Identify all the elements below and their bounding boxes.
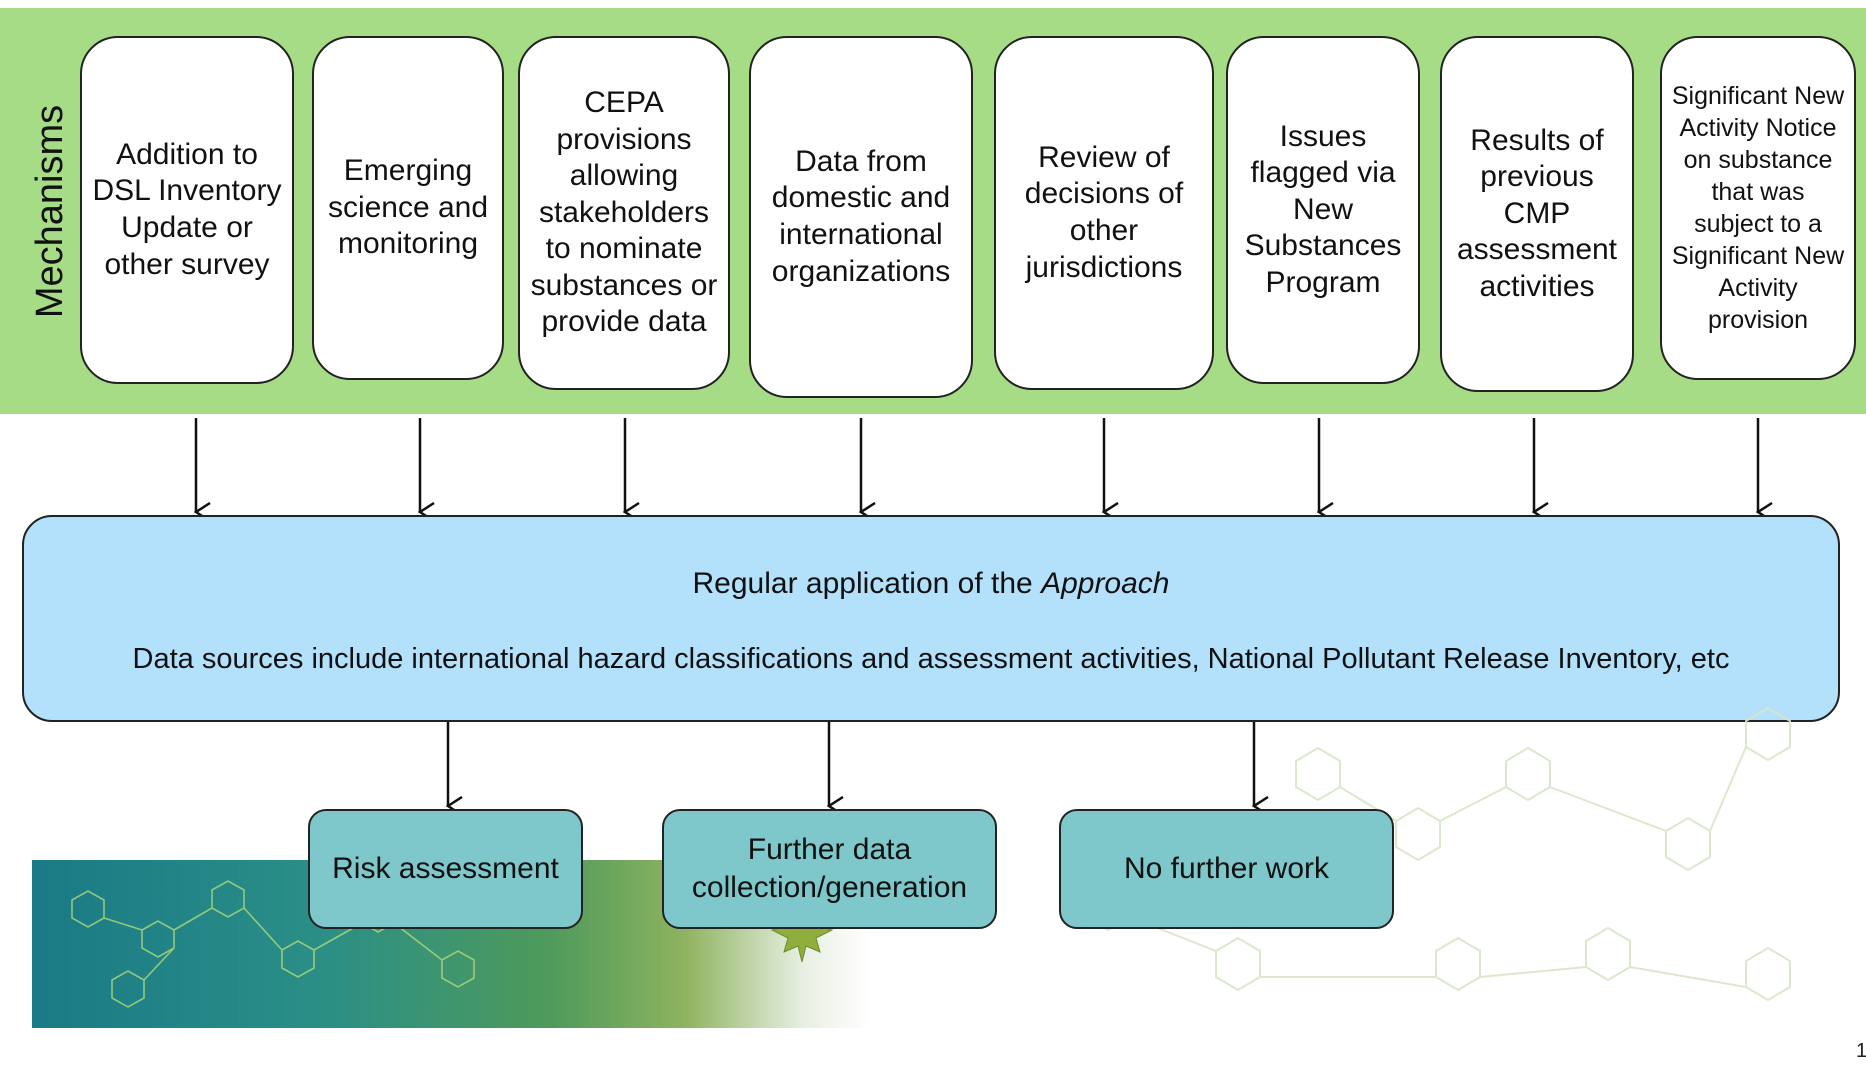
outcome-no-further-work: No further work (1059, 809, 1394, 929)
approach-data-sources: Data sources include international hazar… (132, 643, 1730, 675)
mechanism-box-dsl-inventory: Addition to DSL Inventory Update or othe… (80, 36, 294, 384)
page-number: 1 (1856, 1040, 1866, 1062)
outcome-further-data-collection: Further data collection/generation (662, 809, 997, 929)
mechanism-box-cepa-provisions: CEPA provisions allowing stakeholders to… (518, 36, 730, 390)
mechanism-box-emerging-science: Emerging science and monitoring (312, 36, 504, 380)
outcome-risk-assessment: Risk assessment (308, 809, 583, 929)
mechanism-box-domestic-international-data: Data from domestic and international org… (749, 36, 973, 398)
approach-title: Regular application of the Approach (692, 567, 1170, 600)
mechanism-box-new-substances-program: Issues flagged via New Substances Progra… (1226, 36, 1420, 384)
mechanism-box-other-jurisdictions: Review of decisions of other jurisdictio… (994, 36, 1214, 390)
approach-box: Regular application of the Approach Data… (22, 515, 1840, 722)
mechanism-box-snac-notice: Significant New Activity Notice on subst… (1660, 36, 1856, 380)
mechanism-box-previous-cmp-results: Results of previous CMP assessment activ… (1440, 36, 1634, 392)
